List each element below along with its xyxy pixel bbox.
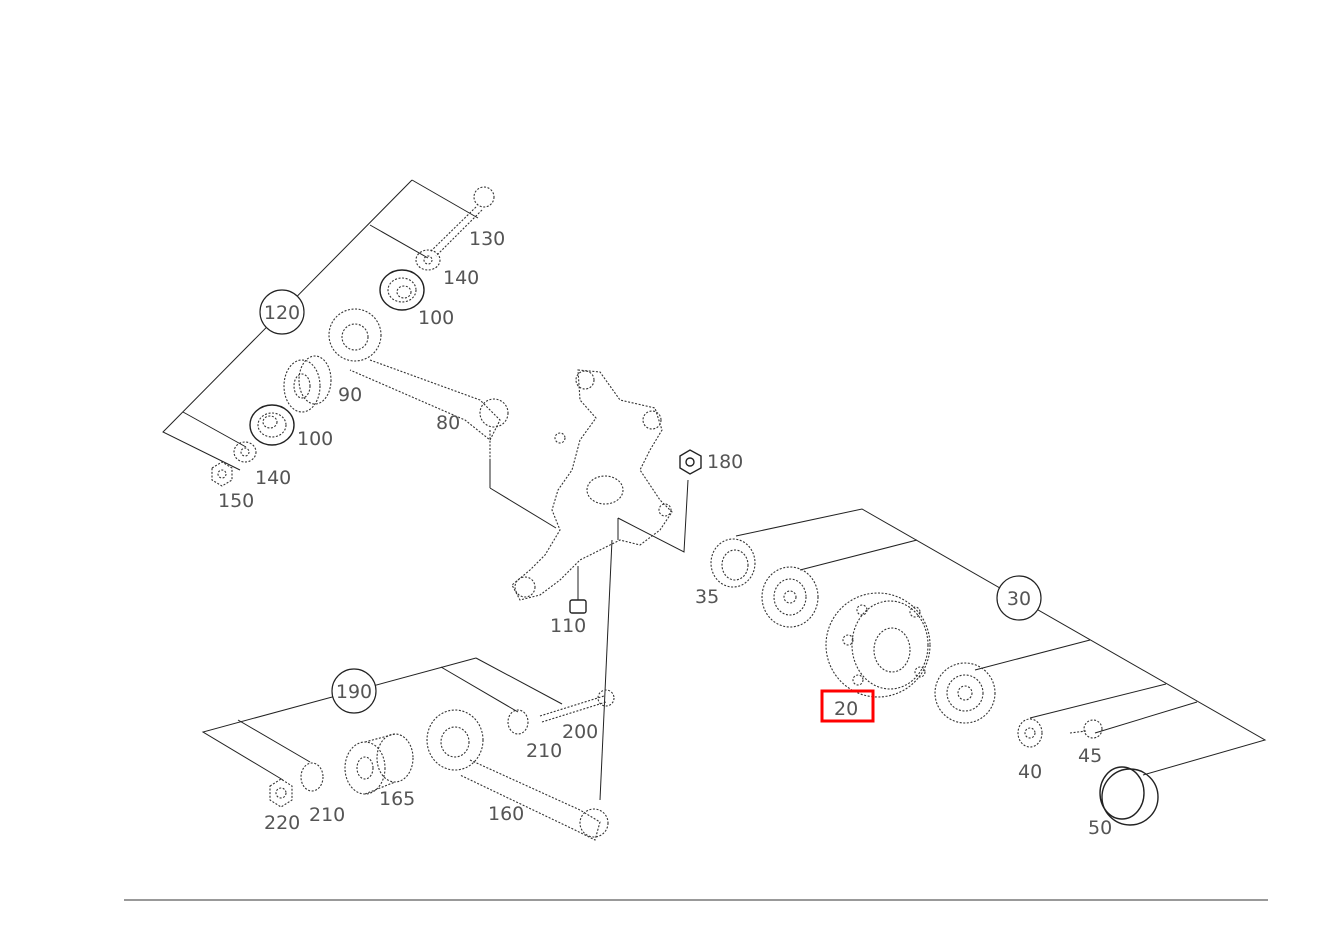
steering-knuckle[interactable]	[489, 369, 689, 601]
group-callout-120[interactable]: 120	[259, 289, 305, 335]
label-140-lower[interactable]: 140	[255, 467, 292, 490]
label-140-upper[interactable]: 140	[443, 267, 480, 290]
label-80[interactable]: 80	[436, 412, 461, 435]
svg-text:120: 120	[264, 302, 300, 324]
group-callout-30[interactable]: 30	[996, 575, 1042, 621]
hub-assembly: 30 35 20 40 45 50	[695, 508, 1267, 840]
lower-arm-assembly: 190 200 210 165 160 220 210	[201, 539, 615, 841]
label-210-right[interactable]: 210	[526, 740, 563, 763]
part-165-bushing[interactable]	[344, 733, 414, 795]
label-130[interactable]: 130	[469, 228, 506, 251]
part-200-bolt[interactable]	[539, 689, 615, 723]
label-45[interactable]: 45	[1078, 745, 1103, 768]
part-130-bolt[interactable]	[429, 186, 495, 257]
part-45-nut[interactable]	[1069, 719, 1103, 739]
label-40[interactable]: 40	[1018, 761, 1043, 784]
label-210-left[interactable]: 210	[309, 804, 346, 827]
part-100-bushing-upper[interactable]	[379, 269, 425, 311]
part-110-nut[interactable]	[569, 566, 587, 614]
label-100-upper[interactable]: 100	[418, 307, 455, 330]
svg-text:20: 20	[834, 698, 858, 720]
label-50[interactable]: 50	[1088, 817, 1113, 840]
part-210-washer-left[interactable]	[300, 762, 324, 792]
label-90[interactable]: 90	[338, 384, 363, 407]
part-50-dust-cap[interactable]	[1099, 766, 1159, 826]
part-bearing-outer[interactable]	[934, 662, 996, 724]
label-220[interactable]: 220	[264, 812, 301, 835]
svg-text:190: 190	[336, 681, 372, 703]
label-180[interactable]: 180	[707, 451, 744, 474]
label-200[interactable]: 200	[562, 721, 599, 744]
group-callout-190[interactable]: 190	[331, 668, 377, 714]
label-160[interactable]: 160	[488, 803, 525, 826]
part-20-wheel-hub[interactable]	[825, 592, 931, 698]
svg-text:30: 30	[1007, 588, 1031, 610]
part-160-lower-arm[interactable]	[426, 709, 609, 841]
part-80-control-arm[interactable]	[328, 308, 509, 460]
label-165[interactable]: 165	[379, 788, 416, 811]
label-35[interactable]: 35	[695, 586, 720, 609]
part-140-washer-lower[interactable]	[233, 441, 257, 463]
part-40-washer[interactable]	[1017, 718, 1043, 748]
part-180-nut[interactable]	[679, 449, 702, 475]
label-150[interactable]: 150	[218, 490, 255, 513]
part-220-nut[interactable]	[269, 778, 293, 808]
part-35-seal-ring[interactable]	[710, 538, 756, 588]
part-90-bushing[interactable]	[283, 355, 332, 413]
part-bearing-inner[interactable]	[761, 566, 819, 628]
part-140-washer-upper[interactable]	[415, 249, 441, 271]
upper-arm-assembly: 120 130 140 100 90 80 100 140 150	[162, 179, 509, 513]
part-210-washer-right[interactable]	[507, 709, 529, 735]
part-100-bushing-lower[interactable]	[249, 404, 295, 446]
label-20-highlighted[interactable]: 20	[820, 689, 875, 723]
part-150-nut[interactable]	[211, 461, 233, 487]
label-110[interactable]: 110	[550, 615, 587, 638]
label-100-lower[interactable]: 100	[297, 428, 334, 451]
